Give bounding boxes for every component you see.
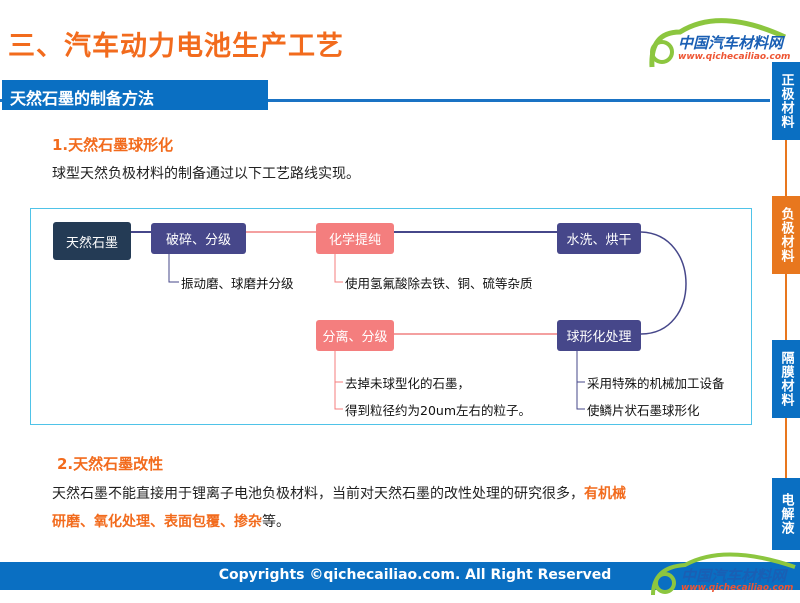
sidebar-tab-separator[interactable]: 隔膜材料: [772, 340, 800, 418]
logo-url: www.qichecailiao.com: [678, 52, 791, 62]
node-natural-graphite: 天然石墨: [53, 222, 131, 260]
node-chemical-purify: 化学提纯: [316, 223, 394, 254]
footer-logo-text: 中国汽车材料网: [681, 567, 787, 585]
sidebar-tab-anode[interactable]: 负极材料: [772, 196, 800, 274]
node-crush-classify: 破碎、分级: [151, 223, 246, 254]
logo-car-icon: [649, 18, 787, 68]
part2-heading: 2.天然石墨改性: [57, 455, 164, 473]
section-title: 天然石墨的制备方法: [2, 80, 268, 110]
part2-text: 天然石墨不能直接用于锂离子电池负极材料，当前对天然石墨的改性处理的研究很多，: [52, 486, 584, 502]
logo: 中国汽车材料网 www.qichecailiao.com: [640, 12, 790, 74]
footer-logo-url: www.qichecailiao.com: [681, 583, 794, 593]
footer-logo-car-icon: [651, 552, 796, 596]
note-spheroidize-2: 使鳞片状石墨球形化: [587, 403, 700, 418]
part2-paragraph: 天然石墨不能直接用于锂离子电池负极材料，当前对天然石墨的改性处理的研究很多，有机…: [52, 480, 632, 536]
note-spheroidize-1: 采用特殊的机械加工设备: [587, 376, 725, 391]
sidebar-tab-electrolyte[interactable]: 电解液: [772, 478, 800, 550]
part1-intro: 球型天然负极材料的制备通过以下工艺路线实现。: [52, 166, 360, 182]
process-diagram: 天然石墨 破碎、分级 化学提纯 水洗、烘干 球形化处理 分离、分级 振动磨、球磨…: [30, 208, 752, 425]
note-purify: 使用氢氟酸除去铁、铜、硫等杂质: [345, 276, 533, 291]
diagram-connectors: [131, 231, 687, 410]
part2-highlight: 有机械研磨、氧化处理、表面包覆、掺杂: [52, 486, 626, 530]
part2-tail: 等。: [262, 514, 290, 530]
sidebar-connector: [785, 130, 787, 490]
footer-copyright: Copyrights ©qichecailiao.com. All Right …: [218, 567, 612, 583]
node-separate-classify: 分离、分级: [316, 320, 394, 351]
sidebar-tab-cathode[interactable]: 正极材料: [772, 62, 800, 140]
note-separate-2: 得到粒径约为20um左右的粒子。: [345, 403, 532, 418]
note-crush: 振动磨、球磨并分级: [181, 276, 294, 291]
header-divider: [0, 99, 770, 102]
node-spheroidize: 球形化处理: [557, 320, 641, 351]
logo-text: 中国汽车材料网: [678, 34, 784, 52]
footer-logo: 中国汽车材料网 www.qichecailiao.com: [645, 545, 800, 599]
node-wash-dry: 水洗、烘干: [557, 223, 641, 254]
note-separate-1: 去掉未球型化的石墨，: [345, 376, 471, 391]
page-title: 三、汽车动力电池生产工艺: [8, 31, 344, 62]
part1-heading: 1.天然石墨球形化: [52, 136, 174, 154]
